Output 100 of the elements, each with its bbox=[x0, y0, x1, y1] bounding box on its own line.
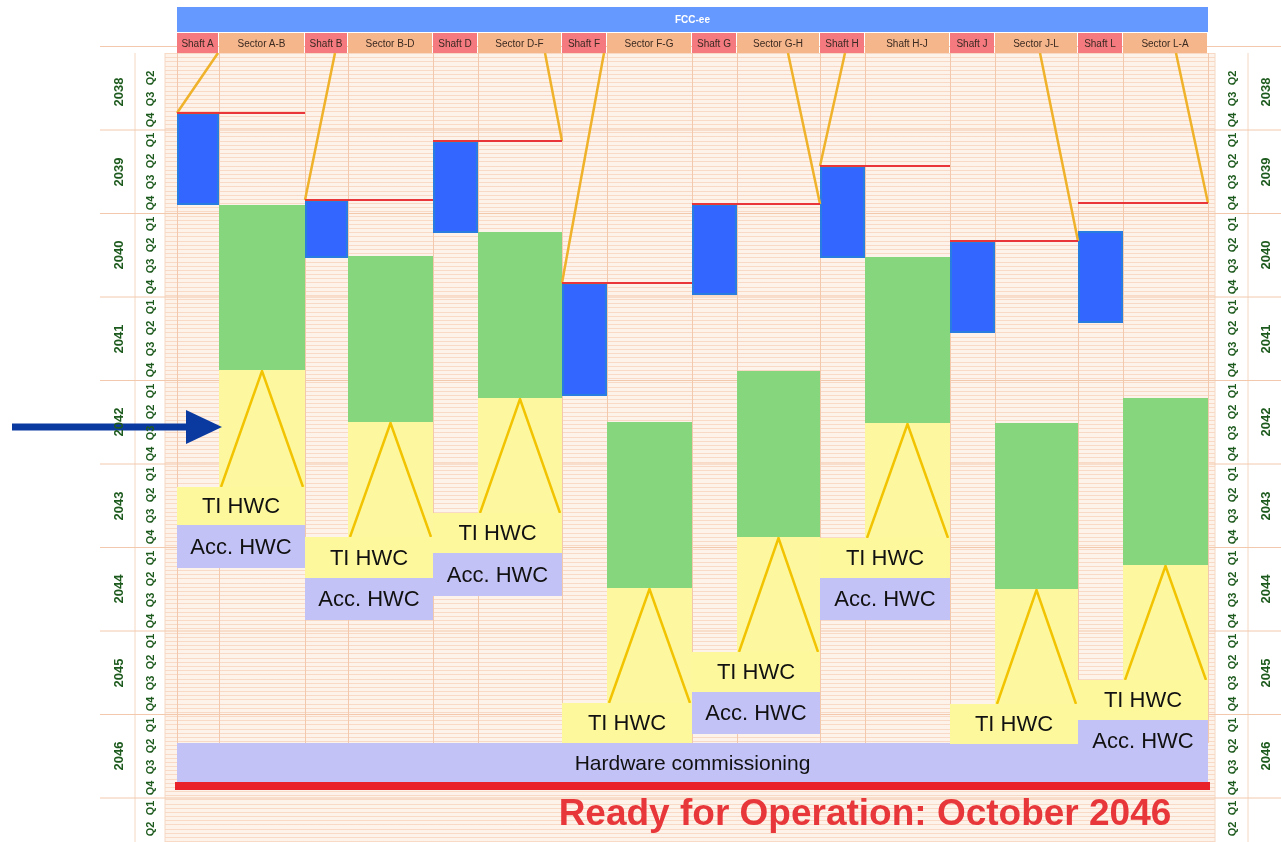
quarter-label: Q1 bbox=[143, 132, 157, 150]
year-label: 2046 bbox=[1257, 740, 1273, 773]
sector-header: Sector J-L bbox=[995, 33, 1077, 53]
ti-hwc-block: TI HWC bbox=[820, 538, 950, 578]
sector-header: Sector L-A bbox=[1123, 33, 1207, 53]
start-marker-line bbox=[176, 112, 306, 114]
quarter-label: Q4 bbox=[143, 528, 157, 547]
progress-line bbox=[543, 52, 564, 142]
commissioning-period-bar bbox=[348, 422, 433, 537]
quarter-label: Q1 bbox=[1225, 215, 1239, 234]
ti-hwc-block: TI HWC bbox=[950, 704, 1078, 744]
shaft-works-bar bbox=[177, 113, 219, 205]
acc-hwc-block: Acc. HWC bbox=[433, 553, 562, 596]
start-marker-line bbox=[561, 282, 693, 284]
progress-line bbox=[175, 52, 220, 114]
quarter-label: Q1 bbox=[143, 382, 157, 401]
quarter-label: Q3 bbox=[1225, 173, 1239, 192]
quarter-label: Q2 bbox=[143, 236, 157, 255]
quarter-label: Q1 bbox=[1225, 716, 1239, 735]
quarter-label: Q3 bbox=[143, 424, 157, 442]
project-header: FCC-ee bbox=[177, 7, 1208, 32]
sector-header: Sector A-B bbox=[219, 33, 304, 53]
ti-hwc-block: TI HWC bbox=[562, 703, 692, 743]
quarter-label: Q2 bbox=[143, 570, 157, 589]
quarter-label: Q4 bbox=[143, 194, 157, 213]
quarter-label: Q4 bbox=[143, 695, 157, 714]
year-label: 2042 bbox=[110, 406, 126, 439]
quarter-label: Q3 bbox=[1225, 424, 1239, 442]
quarter-label: Q1 bbox=[143, 549, 157, 568]
acc-hwc-block: Acc. HWC bbox=[692, 692, 820, 734]
quarter-label: Q3 bbox=[143, 90, 157, 108]
shaft-header: Shaft F bbox=[562, 33, 606, 53]
quarter-label: Q2 bbox=[1225, 653, 1239, 672]
quarter-label: Q3 bbox=[143, 674, 157, 693]
quarter-label: Q4 bbox=[143, 361, 157, 380]
ti-hwc-block: TI HWC bbox=[1078, 680, 1208, 720]
quarter-label: Q4 bbox=[1225, 528, 1239, 547]
year-label: 2040 bbox=[1257, 239, 1273, 272]
quarter-label: Q1 bbox=[143, 800, 157, 818]
year-label: 2044 bbox=[1257, 573, 1273, 606]
quarter-label: Q3 bbox=[143, 758, 157, 776]
shaft-works-bar bbox=[433, 141, 478, 233]
hardware-commissioning-band: Hardware commissioning bbox=[177, 743, 1078, 782]
start-marker-line bbox=[949, 240, 1079, 242]
quarter-label: Q2 bbox=[143, 319, 157, 338]
quarter-label: Q4 bbox=[1225, 361, 1239, 380]
year-label: 2038 bbox=[1257, 76, 1273, 109]
shaft-header: Shaft A bbox=[177, 33, 218, 53]
quarter-label: Q4 bbox=[1225, 111, 1239, 129]
quarter-label: Q2 bbox=[143, 653, 157, 672]
shaft-works-bar bbox=[950, 241, 995, 333]
shaft-works-bar bbox=[1078, 231, 1123, 323]
shaft-works-bar bbox=[305, 200, 348, 258]
quarter-label: Q1 bbox=[143, 466, 157, 484]
year-label: 2038 bbox=[110, 76, 126, 109]
quarter-label: Q1 bbox=[1225, 382, 1239, 401]
ti-hwc-block: TI HWC bbox=[692, 652, 820, 692]
shaft-header: Shaft J bbox=[950, 33, 994, 53]
shaft-header: Shaft L bbox=[1078, 33, 1122, 53]
quarter-label: Q1 bbox=[143, 299, 157, 317]
year-label: 2045 bbox=[1257, 657, 1273, 690]
quarter-label: Q2 bbox=[1225, 403, 1239, 422]
quarter-label: Q1 bbox=[1225, 466, 1239, 484]
progress-line bbox=[303, 52, 337, 201]
quarter-label: Q3 bbox=[1225, 507, 1239, 526]
quarter-label: Q3 bbox=[1225, 257, 1239, 275]
quarter-label: Q4 bbox=[1225, 612, 1239, 630]
quarter-label: Q1 bbox=[1225, 549, 1239, 568]
ti-hwc-block: TI HWC bbox=[305, 537, 433, 578]
quarter-label: Q3 bbox=[143, 340, 157, 359]
shaft-works-bar bbox=[820, 166, 865, 258]
commissioning-period-bar bbox=[1123, 565, 1208, 680]
quarter-label: Q1 bbox=[143, 716, 157, 735]
commissioning-period-bar bbox=[607, 588, 692, 703]
commissioning-period-bar bbox=[478, 398, 562, 513]
acc-hwc-block: Acc. HWC bbox=[177, 525, 305, 568]
quarter-label: Q4 bbox=[1225, 194, 1239, 213]
sector-works-bar bbox=[737, 371, 820, 537]
acc-hwc-block: Acc. HWC bbox=[820, 578, 950, 620]
quarter-label: Q3 bbox=[143, 257, 157, 275]
quarter-label: Q3 bbox=[143, 173, 157, 192]
acc-hwc-block: Acc. HWC bbox=[305, 578, 433, 620]
year-label: 2041 bbox=[1257, 323, 1273, 356]
shaft-header: Shaft B bbox=[305, 33, 347, 53]
quarter-label: Q4 bbox=[1225, 445, 1239, 463]
sector-header: Sector G-H bbox=[737, 33, 819, 53]
year-label: 2045 bbox=[110, 657, 126, 690]
quarter-label: Q2 bbox=[1225, 236, 1239, 255]
quarter-label: Q2 bbox=[143, 486, 157, 505]
quarter-label: Q4 bbox=[143, 612, 157, 630]
quarter-label: Q3 bbox=[1225, 674, 1239, 693]
commissioning-period-bar bbox=[219, 370, 305, 487]
sector-header: Sector F-G bbox=[607, 33, 691, 53]
quarter-label: Q4 bbox=[143, 445, 157, 463]
quarter-label: Q4 bbox=[143, 278, 157, 296]
year-label: 2043 bbox=[110, 490, 126, 523]
quarter-label: Q3 bbox=[1225, 340, 1239, 359]
quarter-label: Q1 bbox=[1225, 633, 1239, 651]
shaft-header: Shaft D bbox=[433, 33, 477, 53]
quarter-label: Q3 bbox=[1225, 90, 1239, 108]
